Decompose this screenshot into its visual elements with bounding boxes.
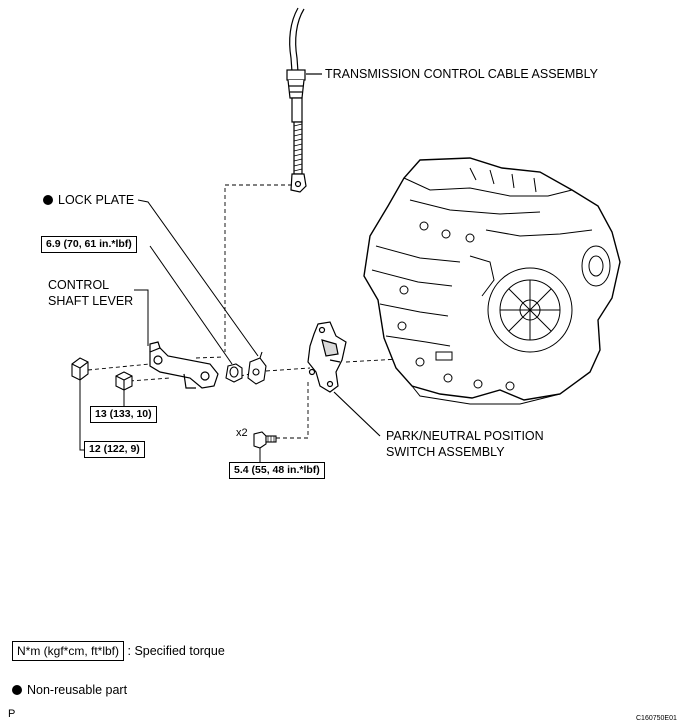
non-reusable-text: Non-reusable part [27, 683, 128, 697]
control-shaft-lever-label-line1: CONTROL [48, 278, 110, 292]
non-reusable-legend: Non-reusable part [12, 682, 127, 698]
lock-plate-nut-torque-box: 6.9 (70, 61 in.*lbf) [41, 236, 137, 253]
legend-dot-icon [12, 685, 22, 695]
lock-plate-text: LOCK PLATE [58, 193, 135, 207]
lever-nut-part [115, 371, 133, 391]
transaxle-assembly [363, 157, 621, 401]
lock-plate-label: LOCK PLATE [43, 192, 134, 208]
lock-plate-nut-part [225, 363, 243, 383]
transmission-control-cable [286, 7, 322, 193]
non-reusable-dot-icon [43, 195, 53, 205]
lock-plate-part [247, 351, 267, 385]
transmission-cable-label: TRANSMISSION CONTROL CABLE ASSEMBLY [325, 67, 598, 81]
figure-code: C160750E01 [636, 715, 677, 722]
control-shaft-lever-label-line2: SHAFT LEVER [48, 294, 134, 308]
page-mark: P [8, 708, 16, 720]
park-neutral-label-line1: PARK/NEUTRAL POSITION [386, 429, 544, 443]
park-neutral-switch [307, 321, 381, 437]
torque-legend: N*m (kgf*cm, ft*lbf) : Specified torque [12, 641, 225, 661]
torque-legend-box: N*m (kgf*cm, ft*lbf) [12, 641, 125, 661]
torque-legend-text: : Specified torque [127, 644, 225, 658]
lever-nut-torque-box: 13 (133, 10) [90, 406, 157, 423]
control-shaft-lever-part [149, 341, 219, 389]
alignment-lines [87, 184, 453, 439]
cable-nut-torque-box: 12 (122, 9) [84, 441, 145, 458]
leader-lines [79, 199, 261, 462]
quantity-label: x2 [236, 427, 248, 439]
switch-bolt-torque-box: 5.4 (55, 48 in.*lbf) [229, 462, 325, 479]
switch-bolt-part [253, 431, 277, 449]
cable-nut-part [71, 357, 89, 381]
transaxle-details [371, 167, 611, 405]
park-neutral-label-line2: SWITCH ASSEMBLY [386, 445, 505, 459]
